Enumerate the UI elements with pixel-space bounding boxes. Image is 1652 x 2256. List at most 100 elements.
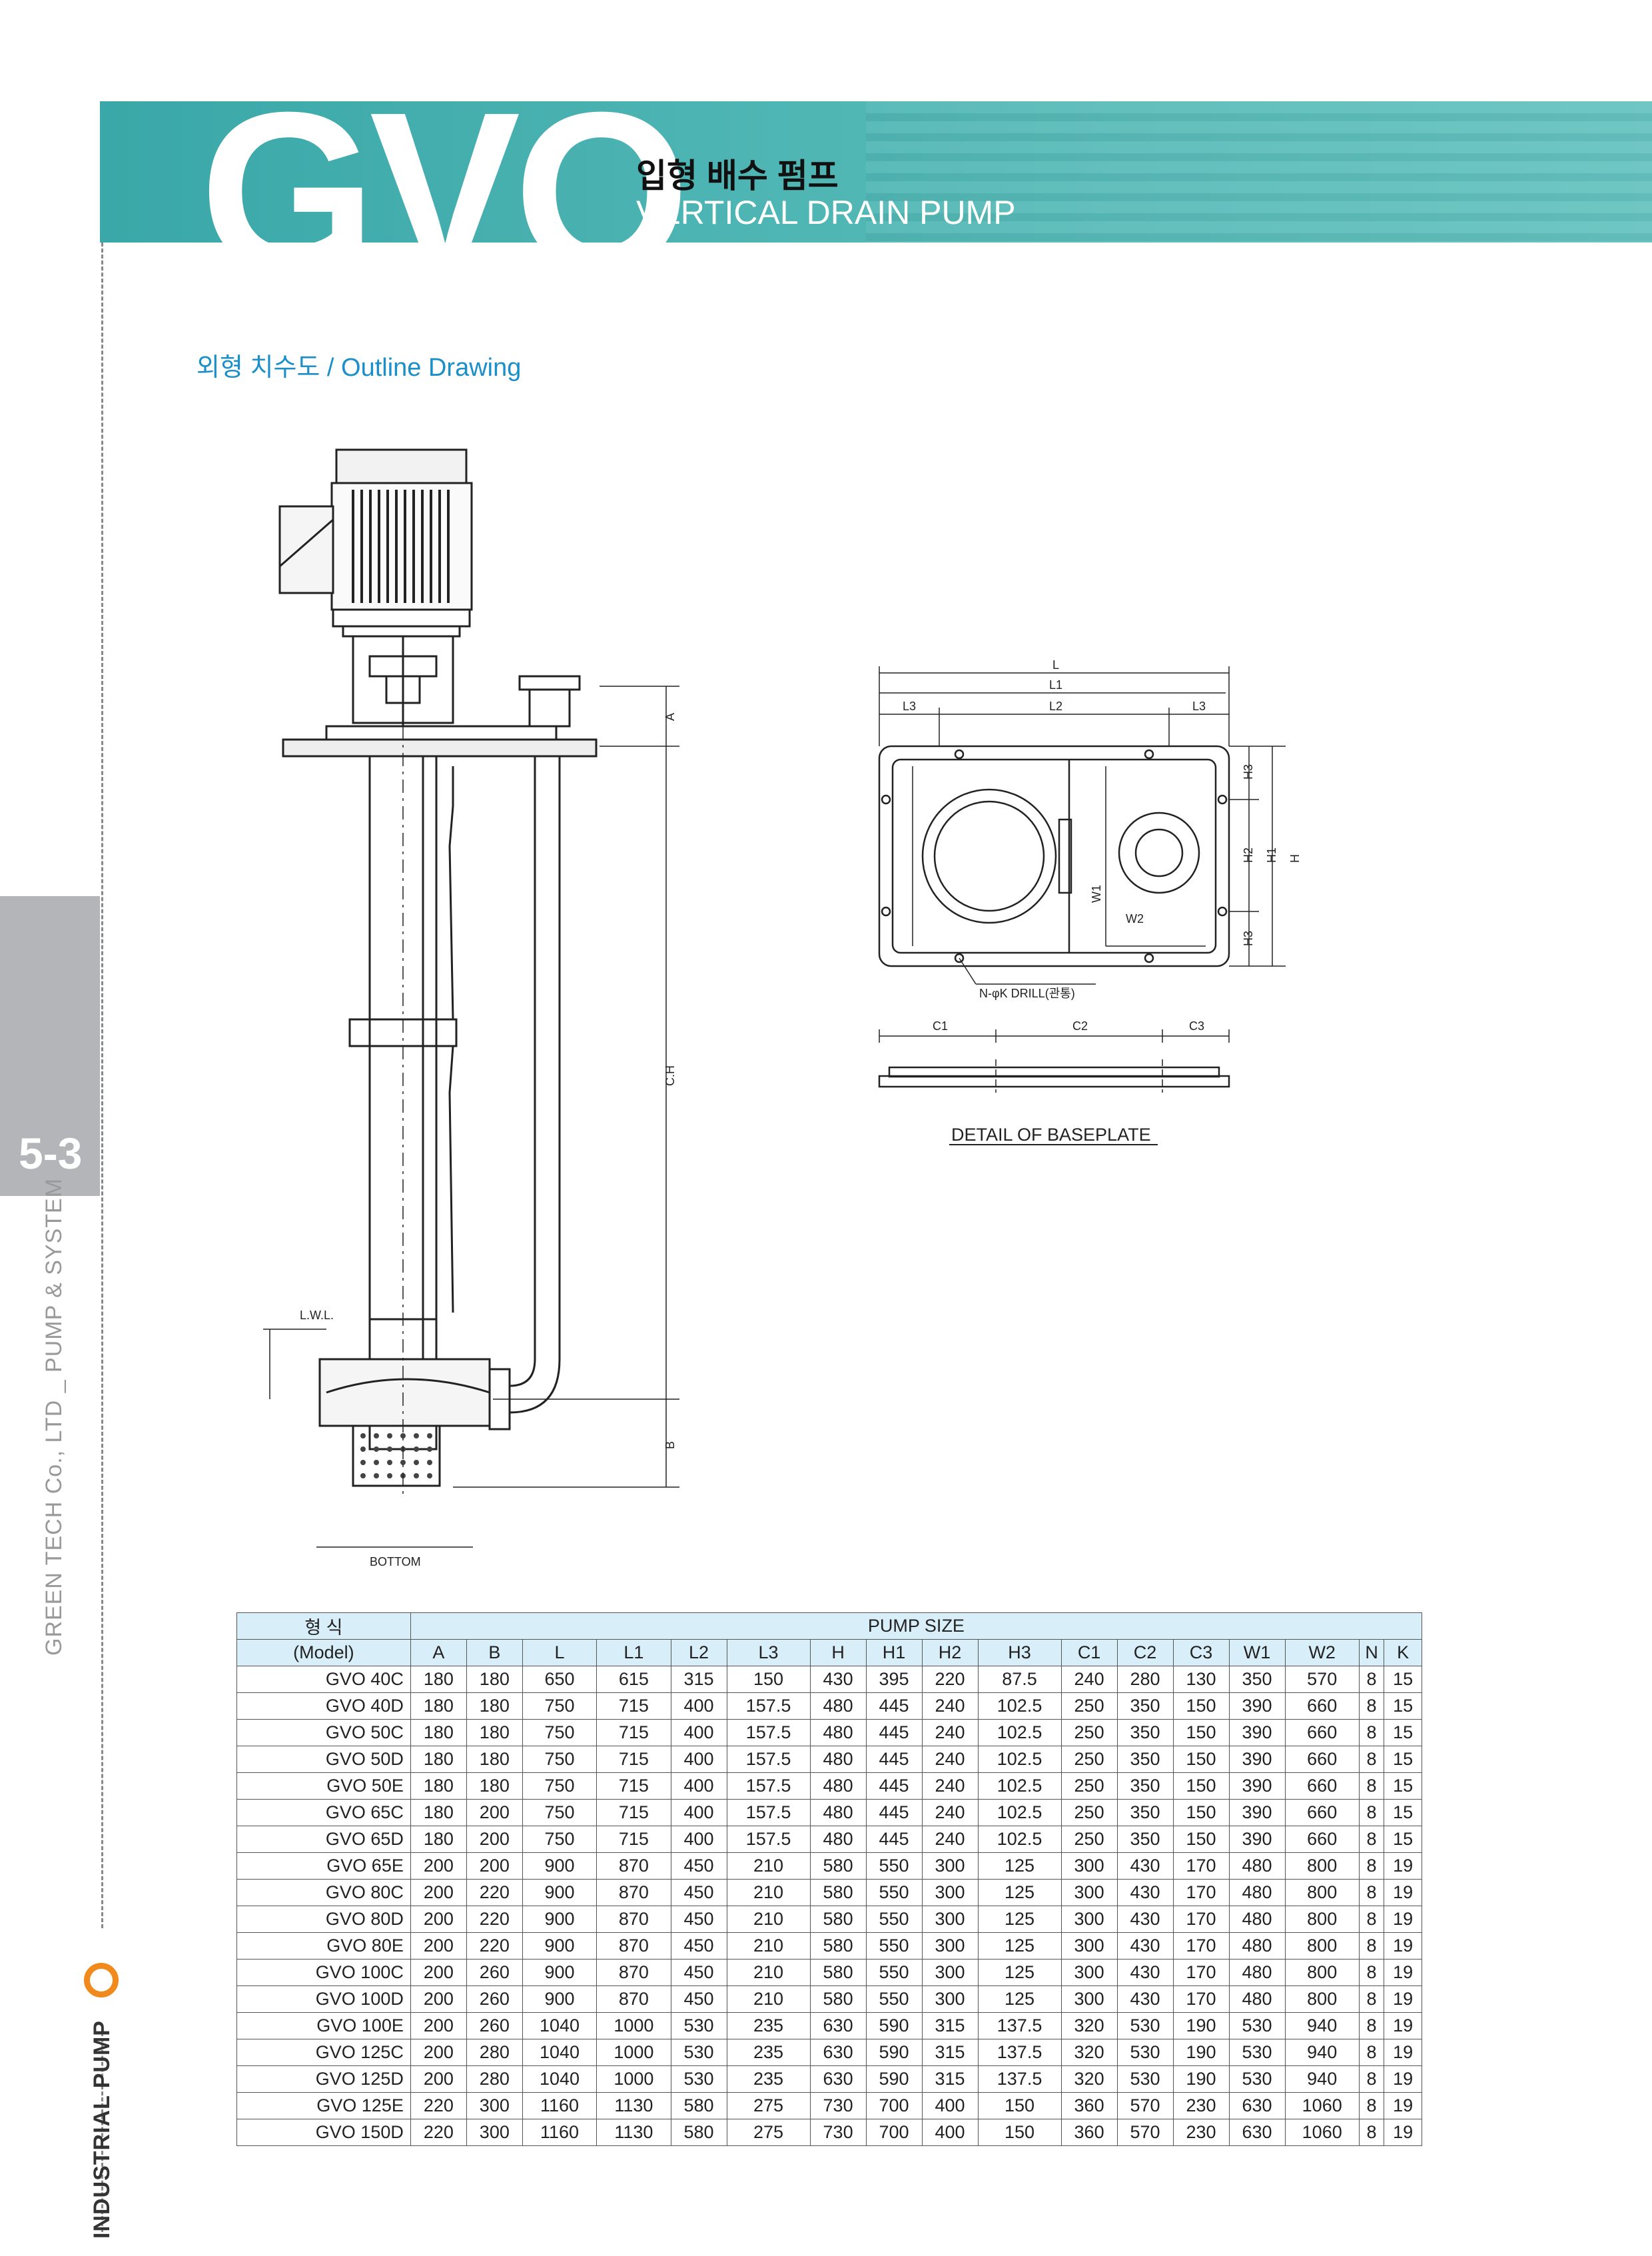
- table-cell: 530: [1228, 2065, 1286, 2093]
- table-cell: 1160: [522, 2092, 598, 2119]
- dimension-c1-label: C1: [933, 1019, 948, 1033]
- table-cell: 445: [865, 1746, 923, 1773]
- table-cell: 1160: [522, 2119, 598, 2146]
- table-cell: 150: [1172, 1799, 1230, 1826]
- model-header-korean: 형 식: [236, 1612, 411, 1640]
- product-logo: GVO: [200, 65, 690, 318]
- table-cell: 630: [809, 2039, 867, 2066]
- table-cell: 220: [466, 1879, 523, 1906]
- table-cell: 570: [1284, 1666, 1360, 1693]
- drill-note-label: N-φK DRILL(관통): [979, 987, 1075, 1000]
- orange-ring-icon: [84, 1963, 119, 1997]
- dimension-l3-left-label: L3: [903, 700, 916, 713]
- table-cell: 550: [865, 1906, 923, 1933]
- table-cell: 8: [1358, 2065, 1385, 2093]
- column-header-c1: C1: [1060, 1639, 1118, 1666]
- table-cell: 1060: [1284, 2092, 1360, 2119]
- table-cell: 8: [1358, 1959, 1385, 1986]
- table-cell: 450: [670, 1985, 727, 2013]
- table-cell: 125: [977, 1852, 1062, 1880]
- table-cell: 250: [1060, 1719, 1118, 1746]
- table-cell: 8: [1358, 1772, 1385, 1800]
- table-cell: 125: [977, 1906, 1062, 1933]
- table-cell: 170: [1172, 1959, 1230, 1986]
- table-cell: 150: [1172, 1746, 1230, 1773]
- table-cell: 8: [1358, 2012, 1385, 2039]
- table-cell: 15: [1384, 1772, 1422, 1800]
- dimension-h1-label: H1: [1265, 847, 1278, 863]
- table-cell: 480: [809, 1746, 867, 1773]
- table-cell: 240: [921, 1799, 979, 1826]
- table-cell: 260: [466, 1985, 523, 2013]
- table-cell: 157.5: [726, 1826, 811, 1853]
- table-cell: 200: [410, 1932, 467, 1960]
- table-cell: 445: [865, 1719, 923, 1746]
- table-cell: 15: [1384, 1719, 1422, 1746]
- table-cell: 300: [466, 2119, 523, 2146]
- table-cell: 8: [1358, 1852, 1385, 1880]
- table-cell: 210: [726, 1959, 811, 1986]
- table-cell: 157.5: [726, 1799, 811, 1826]
- table-cell: 550: [865, 1959, 923, 1986]
- dimension-h3-top-label: H3: [1242, 764, 1255, 780]
- table-cell: 102.5: [977, 1746, 1062, 1773]
- table-cell: 700: [865, 2119, 923, 2146]
- table-cell: 390: [1228, 1772, 1286, 1800]
- table-cell: 870: [596, 1852, 671, 1880]
- model-cell: GVO 50E: [236, 1772, 411, 1800]
- section-heading: 외형 치수도 / Outline Drawing: [197, 354, 522, 382]
- table-cell: 730: [809, 2092, 867, 2119]
- table-cell: 15: [1384, 1746, 1422, 1773]
- table-cell: 210: [726, 1852, 811, 1880]
- table-cell: 220: [921, 1666, 979, 1693]
- table-cell: 590: [865, 2065, 923, 2093]
- table-cell: 580: [809, 1852, 867, 1880]
- table-cell: 445: [865, 1772, 923, 1800]
- table-cell: 200: [410, 1959, 467, 1986]
- table-cell: 1040: [522, 2039, 598, 2066]
- table-cell: 8: [1358, 1932, 1385, 1960]
- table-cell: 480: [809, 1692, 867, 1720]
- table-cell: 315: [921, 2039, 979, 2066]
- table-cell: 800: [1284, 1852, 1360, 1880]
- table-cell: 480: [809, 1772, 867, 1800]
- table-cell: 180: [466, 1719, 523, 1746]
- table-cell: 170: [1172, 1852, 1230, 1880]
- column-header-a: A: [410, 1639, 467, 1666]
- table-cell: 200: [410, 1879, 467, 1906]
- table-cell: 800: [1284, 1906, 1360, 1933]
- table-cell: 220: [410, 2119, 467, 2146]
- table-cell: 530: [670, 2039, 727, 2066]
- table-cell: 180: [410, 1719, 467, 1746]
- table-cell: 1130: [596, 2119, 671, 2146]
- table-cell: 19: [1384, 1932, 1422, 1960]
- table-cell: 300: [921, 1959, 979, 1986]
- table-cell: 137.5: [977, 2039, 1062, 2066]
- table-cell: 125: [977, 1985, 1062, 2013]
- table-cell: 550: [865, 1852, 923, 1880]
- table-cell: 1040: [522, 2012, 598, 2039]
- table-cell: 480: [809, 1826, 867, 1853]
- table-cell: 250: [1060, 1692, 1118, 1720]
- table-cell: 450: [670, 1879, 727, 1906]
- table-cell: 870: [596, 1906, 671, 1933]
- table-cell: 300: [1060, 1985, 1118, 2013]
- table-cell: 240: [921, 1746, 979, 1773]
- page-title-english: VERTICAL DRAIN PUMP: [636, 194, 1016, 231]
- table-cell: 19: [1384, 2065, 1422, 2093]
- table-cell: 750: [522, 1719, 598, 1746]
- table-cell: 8: [1358, 1666, 1385, 1693]
- table-cell: 580: [809, 1932, 867, 1960]
- table-cell: 190: [1172, 2039, 1230, 2066]
- table-cell: 900: [522, 1879, 598, 1906]
- table-cell: 445: [865, 1826, 923, 1853]
- table-cell: 700: [865, 2092, 923, 2119]
- table-group-header-row: 형 식 PUMP SIZE: [236, 1612, 1423, 1640]
- model-cell: GVO 100D: [236, 1985, 411, 2013]
